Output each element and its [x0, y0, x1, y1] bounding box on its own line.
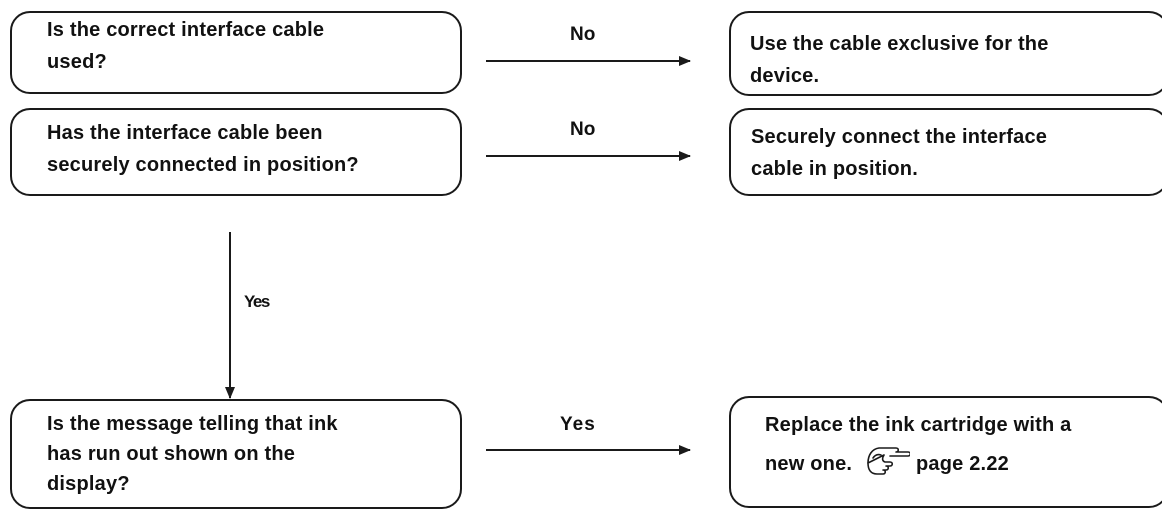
question-3-line-2: has run out shown on the [47, 443, 296, 465]
question-2-line-2: securely connected in position? [47, 154, 359, 176]
no-label-1: No [570, 24, 596, 45]
question-1-line-1: Is the correct interface cable [47, 19, 325, 41]
yes-label-right: Yes [560, 414, 596, 435]
question-2-line-1: Has the interface cable been [47, 122, 323, 144]
pointing-hand-icon [867, 447, 910, 475]
answer-3-line-2: new one. [765, 453, 853, 475]
answer-2-line-1: Securely connect the interface [751, 126, 1048, 148]
answer-3-line-1: Replace the ink cartridge with a [765, 414, 1072, 436]
answer-1-line-2: device. [750, 65, 820, 87]
answer-box-2 [729, 108, 1162, 196]
question-3-line-3: display? [47, 473, 130, 495]
yes-label-down: Yes [244, 292, 270, 311]
question-box-2 [10, 108, 462, 196]
page-reference-link[interactable]: page 2.22 [916, 453, 1009, 475]
question-1-line-2: used? [47, 51, 107, 73]
question-box-1 [10, 11, 462, 94]
question-3-line-1: Is the message telling that ink [47, 413, 338, 435]
answer-2-line-2: cable in position. [751, 158, 918, 180]
no-label-2: No [570, 119, 596, 140]
answer-box-3 [729, 396, 1162, 508]
answer-box-1 [729, 11, 1162, 96]
answer-1-line-1: Use the cable exclusive for the [750, 33, 1049, 55]
